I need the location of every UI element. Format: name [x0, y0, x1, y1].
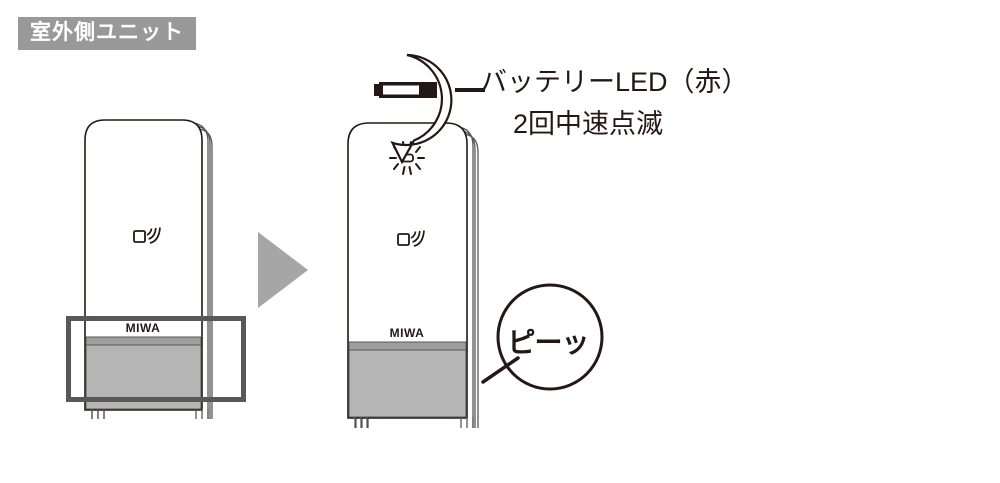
unit-legs	[354, 417, 474, 428]
battery-callout-line-2: 2回中速点滅	[512, 108, 664, 139]
battery-callout-bubble	[352, 52, 462, 165]
nfc-contactless-icon	[133, 227, 161, 244]
brand-label-miwa: MIWA	[390, 326, 425, 340]
unit-bottom-panel	[348, 341, 467, 418]
nfc-contactless-icon	[397, 230, 425, 247]
transition-arrow-icon	[258, 232, 308, 308]
battery-icon	[374, 82, 437, 98]
battery-callout-line-1: バッテリーLED（赤）	[480, 67, 749, 97]
unit-legs	[91, 409, 209, 419]
battery-callout-leader-line	[455, 88, 485, 92]
speech-bubble-circle-shape	[390, 53, 453, 165]
brand-label-miwa: MIWA	[126, 321, 161, 335]
section-title-badge: 室外側ユニット	[18, 17, 196, 50]
highlight-region-box	[66, 316, 246, 402]
battery-callout-text: バッテリーLED（赤） 2回中速点滅	[470, 66, 749, 142]
beep-callout-leader-line	[481, 356, 520, 384]
beep-callout-bubble: ピーッ	[478, 282, 610, 400]
sound-bubble-circle-shape	[496, 283, 604, 391]
